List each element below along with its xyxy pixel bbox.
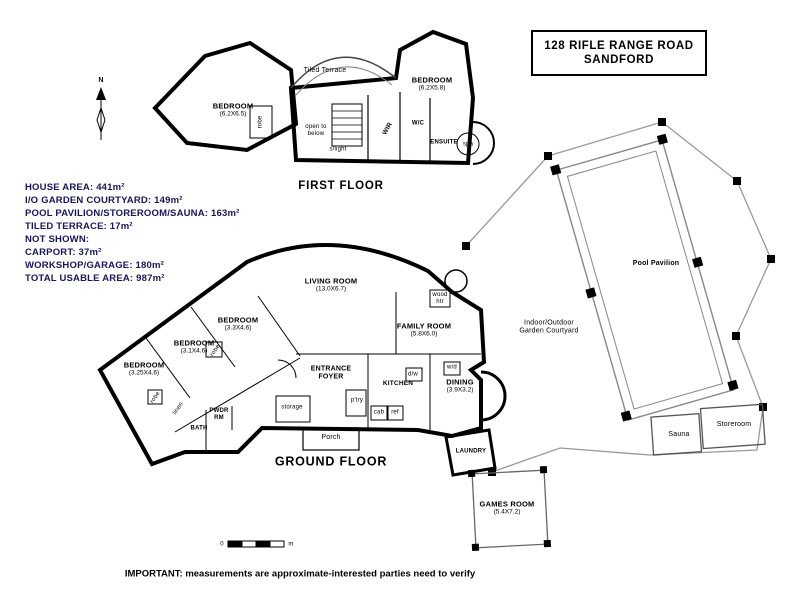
room-label-bedroom-2: BEDROOM (3.3X4.6) [217, 315, 259, 332]
first-floor-walls [152, 29, 495, 166]
room-label-ensuite: ENSUITE [430, 139, 458, 146]
label-ff-robe: robe [257, 115, 264, 129]
label-washer-dryer: w/d [447, 364, 457, 371]
label-garden-courtyard: Indoor/Outdoor Garden Courtyard [519, 319, 579, 335]
room-label-living-room: LIVING ROOM (13.0X6.7) [304, 276, 358, 293]
room-label-powder-room: PWDR RM [209, 407, 229, 421]
label-wood-heater: wood htr [432, 291, 448, 305]
area-summary: HOUSE AREA: 441m² I/O GARDEN COURTYARD: … [25, 181, 239, 285]
room-label-pool-pavilion: Pool Pavilion [632, 259, 680, 267]
info-line: TOTAL USABLE AREA: 987m² [25, 273, 165, 284]
room-label-ff-bedroom-left: BEDROOM (6.2X6.5) [212, 101, 254, 118]
suburb-line: SANDFORD [584, 54, 654, 66]
first-floor-title: FIRST FLOOR [298, 180, 384, 193]
label-storage: storage [281, 404, 303, 411]
room-label-family-room: FAMILY ROOM (5.8X6.0) [396, 321, 452, 338]
room-label-wc: W/C [411, 120, 425, 127]
compass-north-arrow [96, 87, 106, 140]
scale-bar [227, 540, 285, 548]
label-skylight: s/light [329, 146, 347, 153]
label-ref: ref [391, 409, 399, 416]
room-label-ff-bedroom-right: BEDROOM (6.2X5.8) [411, 75, 453, 92]
compass-north-label: N [98, 76, 104, 84]
room-label-bath: BATH [190, 425, 208, 432]
scale-bar-zero-label: 0 [220, 541, 224, 548]
ground-floor-walls [97, 243, 507, 477]
label-open-to-below: open to below [305, 123, 327, 137]
courtyard-outline [465, 121, 772, 473]
label-dishwasher: d/w [408, 371, 418, 378]
sauna-storeroom-outline [650, 403, 766, 456]
room-label-laundry: LAUNDRY [455, 448, 487, 455]
room-label-sauna: Sauna [668, 430, 690, 438]
pavilion-posts [550, 133, 739, 422]
room-label-storeroom: Storeroom [716, 420, 752, 428]
ground-floor-title: GROUND FLOOR [274, 454, 388, 469]
title-box: 128 RIFLE RANGE ROAD SANDFORD [531, 30, 707, 76]
room-label-kitchen: KITCHEN [382, 380, 414, 388]
disclaimer-text: IMPORTANT: measurements are approximate-… [124, 568, 476, 580]
room-label-entrance-foyer: ENTRANCE FOYER [310, 365, 352, 381]
room-label-games-room: GAMES ROOM (5.4X7.2) [479, 499, 535, 516]
room-label-porch: Porch [321, 433, 341, 441]
label-cab: cab [373, 409, 385, 416]
games-room-outline [467, 466, 552, 552]
room-label-dining: DINING (3.9X3.2) [446, 377, 474, 394]
info-line: NOT SHOWN: [25, 234, 90, 245]
info-line: HOUSE AREA: 441m² [25, 182, 125, 193]
pool-pavilion-outline [550, 133, 739, 422]
room-label-tiled-terrace: Tiled Terrace [303, 66, 347, 74]
room-label-bedroom-4: BEDROOM (3.25X4.6) [123, 360, 165, 377]
label-pantry: p'try [350, 397, 364, 404]
info-line: TILED TERRACE: 17m² [25, 221, 133, 232]
info-line: POOL PAVILION/STOREROOM/SAUNA: 163m² [25, 208, 240, 219]
label-spa: spa [462, 141, 474, 148]
info-line: CARPORT: 37m² [25, 247, 102, 258]
info-line: WORKSHOP/GARAGE: 180m² [25, 260, 165, 271]
room-label-bedroom-3: BEDROOM (3.1X4.6) [173, 338, 215, 355]
info-line: I/O GARDEN COURTYARD: 149m² [25, 195, 183, 206]
address-line: 128 RIFLE RANGE ROAD [544, 40, 694, 52]
scale-bar-unit-label: m [288, 541, 294, 548]
